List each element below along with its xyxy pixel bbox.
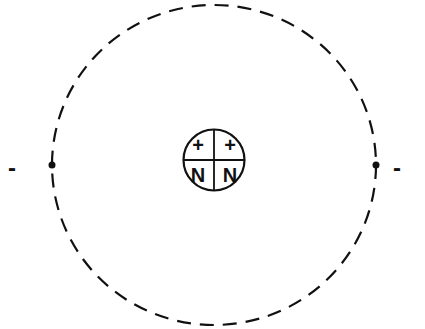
electron-dot: [373, 162, 380, 169]
particle-symbol: +: [192, 135, 204, 155]
nucleus: + + NN: [182, 128, 246, 192]
electron-dot: [49, 162, 56, 169]
particle-symbol: N: [223, 165, 237, 185]
charge-label: -: [8, 156, 16, 180]
orbit-path: [52, 5, 376, 325]
particle-symbol: +: [224, 135, 236, 155]
particle-symbol: N: [191, 165, 205, 185]
charge-label: -: [393, 156, 401, 180]
